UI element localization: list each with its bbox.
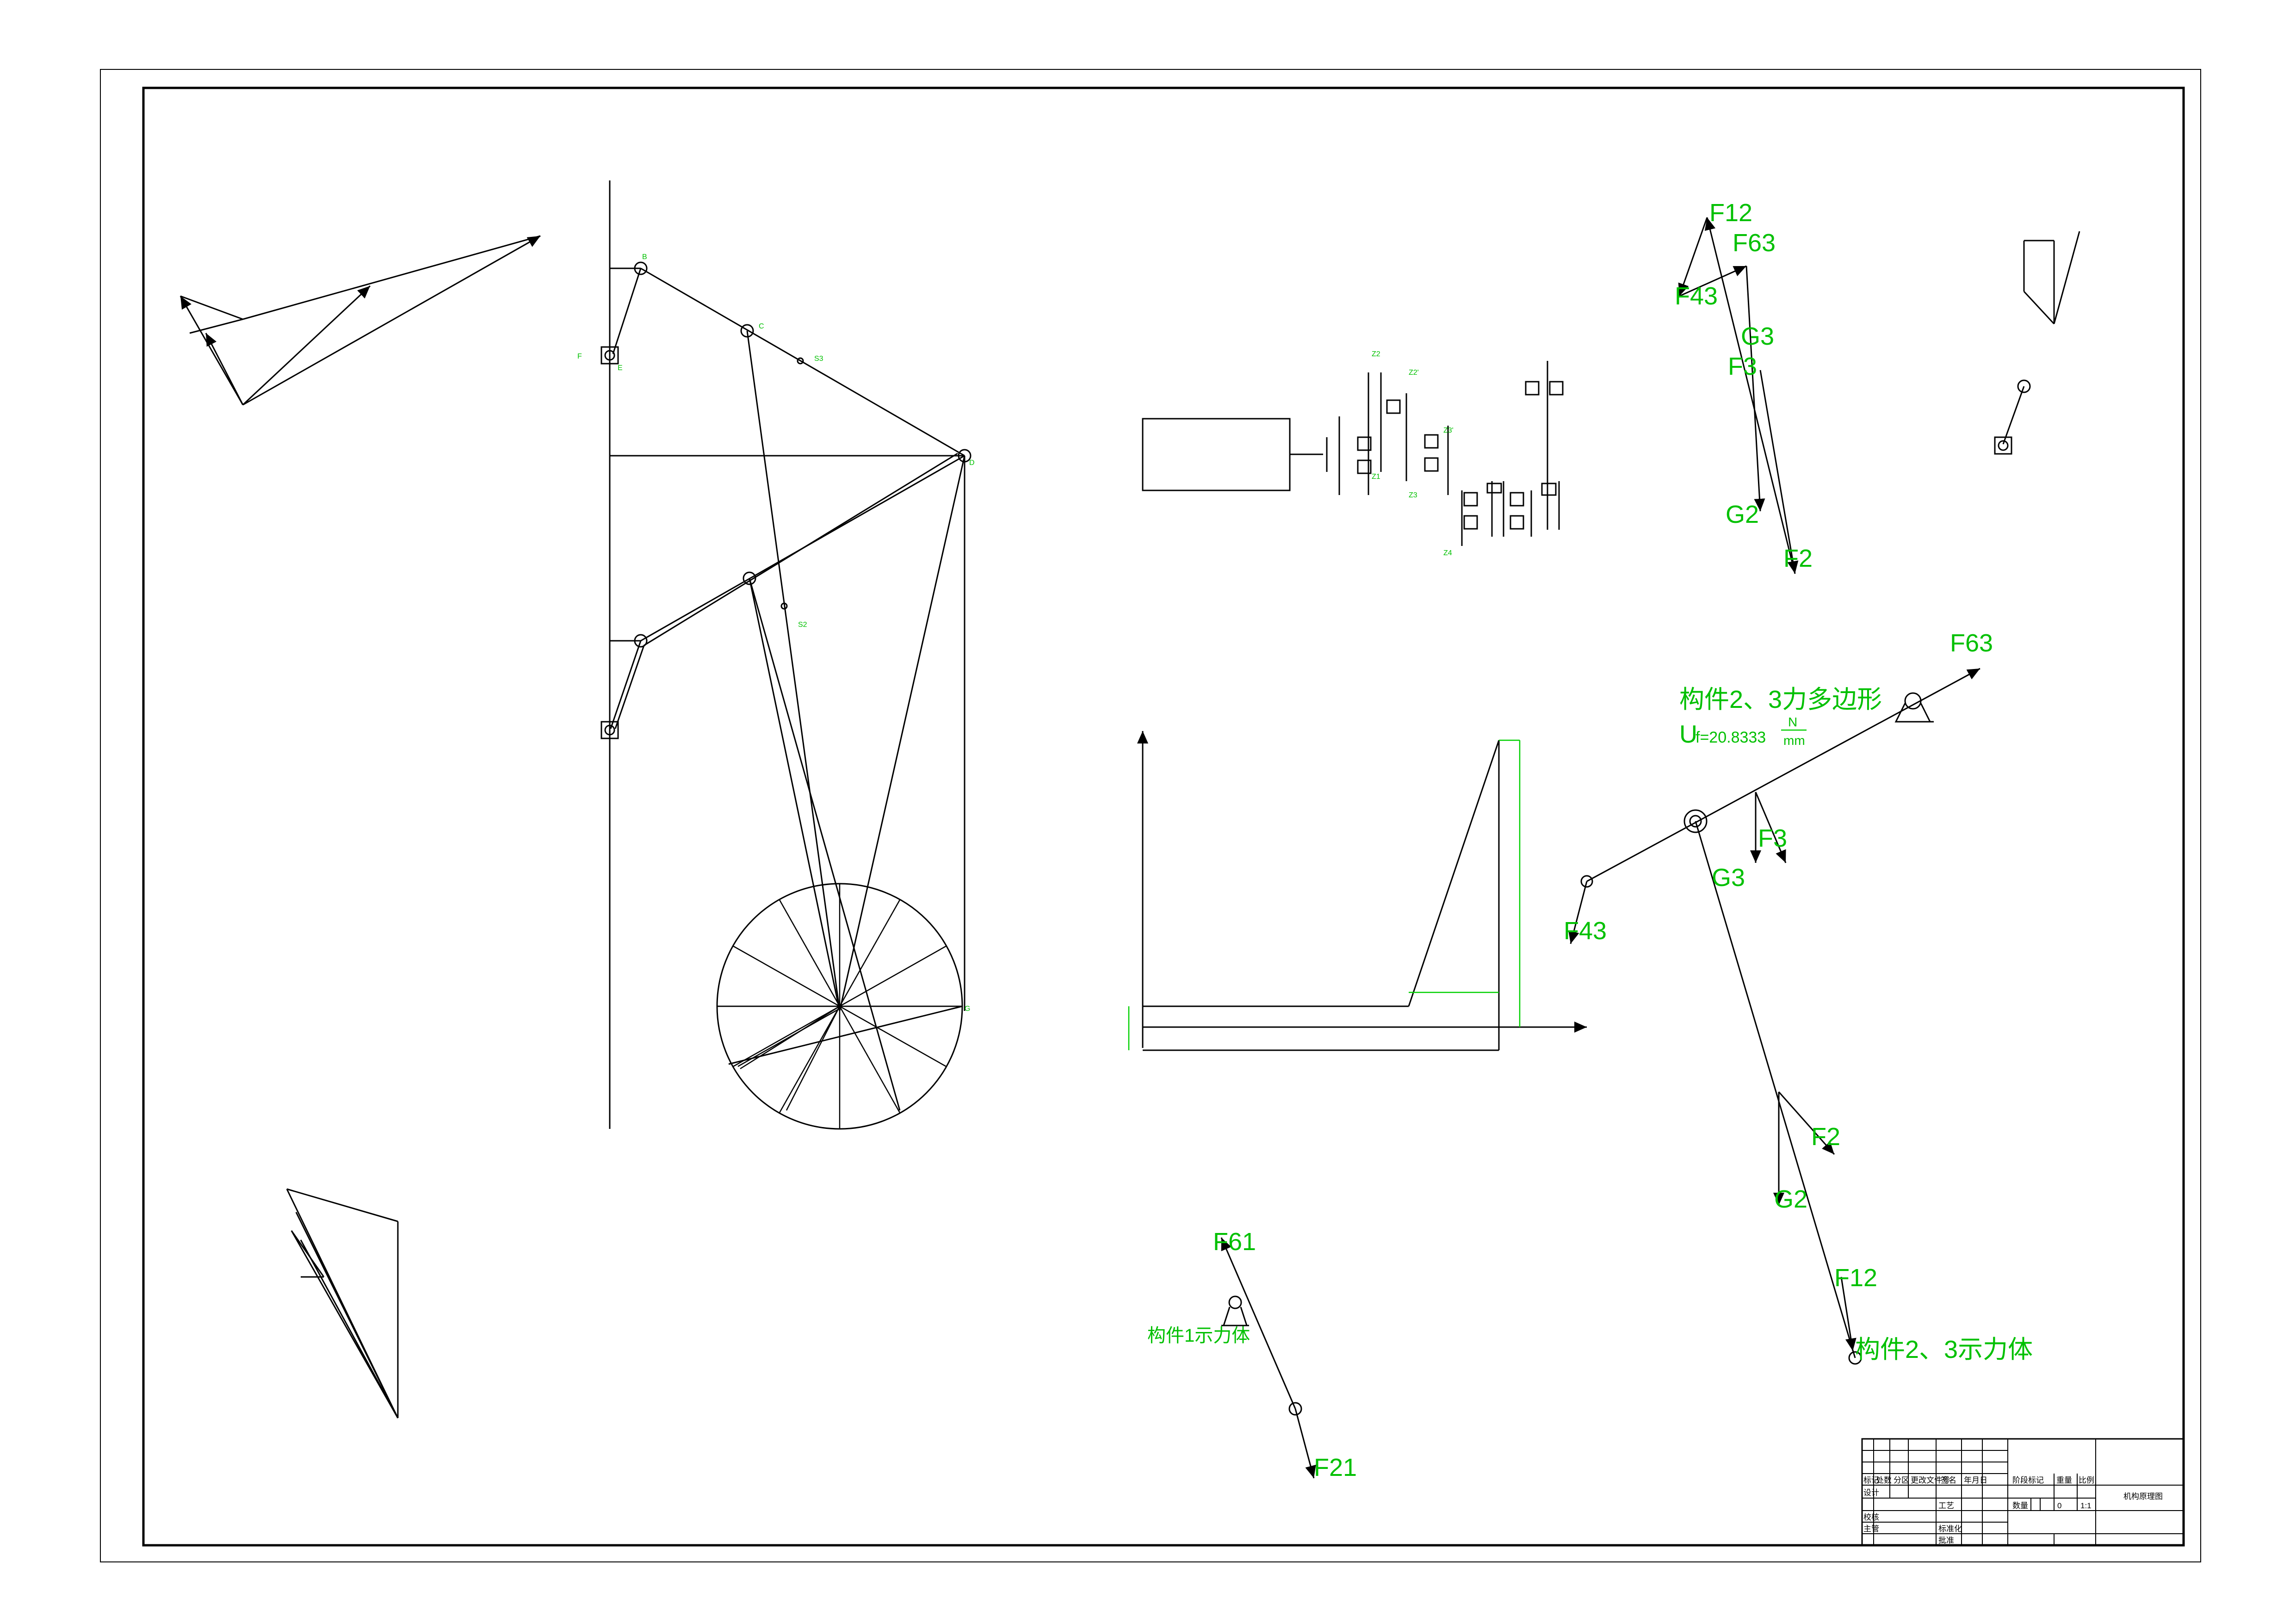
tb-drawing-name: 机构原理图: [2123, 1492, 2163, 1501]
tb-process: 工艺: [1938, 1501, 1954, 1510]
tb-scale-value: 1:1: [2080, 1501, 2092, 1510]
scale-u: U: [1679, 720, 1697, 748]
label-F: F: [577, 353, 582, 360]
label-S2: S2: [798, 621, 807, 629]
label-fb-F3: F3: [1758, 824, 1787, 852]
free-body-2-3-caption: 构件2、3示力体: [1855, 1336, 2033, 1363]
label-F2-top: F2: [1783, 545, 1813, 572]
label-C: C: [759, 322, 764, 330]
label-fb-F12: F12: [1834, 1264, 1877, 1292]
label-z4: Z4: [1443, 549, 1452, 557]
scale-value: f=20.8333: [1696, 729, 1766, 746]
label-G3-top: G3: [1741, 322, 1774, 350]
outer-border: [100, 69, 2201, 1562]
tb-qty: 数量: [2012, 1501, 2028, 1510]
free-body-1: [1220, 1237, 1316, 1479]
free-body-1-labels: F61 构件1示力体 F21: [1147, 1228, 1357, 1481]
gear-train: [1142, 361, 1564, 546]
label-fb-G3: G3: [1712, 864, 1745, 892]
tb-approve: 主管: [1863, 1524, 1879, 1533]
tb-sign: 签名: [1941, 1476, 1956, 1485]
tb-date: 年月日: [1964, 1476, 1987, 1485]
label-z3p: Z3': [1443, 427, 1454, 434]
label-fb-F2: F2: [1811, 1123, 1840, 1151]
label-F61: F61: [1213, 1228, 1256, 1256]
tb-count: 处数: [1876, 1476, 1892, 1485]
label-F63-top: F63: [1733, 229, 1776, 257]
force-polygon: [1678, 217, 1799, 574]
displacement-diagram: [1128, 731, 1587, 1051]
label-E: E: [618, 364, 623, 372]
label-z2p: Z2': [1409, 369, 1419, 377]
label-B: B: [642, 253, 647, 261]
title-block: 标记 处数 分区 更改文件号 签名 年月日 设计 校核 主管 工艺 标准化 批准…: [1861, 1438, 2185, 1546]
scale-unit-bottom: mm: [1783, 733, 1805, 748]
inner-border: [142, 87, 2185, 1547]
tb-qty-value: 0: [2057, 1501, 2061, 1510]
tb-scale: 比例: [2079, 1476, 2094, 1485]
tb-standard: 标准化: [1938, 1524, 1962, 1533]
small-sketch: [1994, 231, 2080, 455]
label-D: D: [969, 459, 975, 467]
label-fb-F43: F43: [1564, 917, 1607, 945]
label-z2: Z2: [1372, 350, 1380, 358]
label-F43-top: F43: [1675, 282, 1718, 310]
tb-change-doc: 更改文件号: [1911, 1476, 1950, 1485]
gear-labels: Z2 Z1 Z2' Z3 Z3' Z4: [1372, 350, 1454, 557]
free-body-1-caption: 构件1示力体: [1147, 1326, 1250, 1346]
tb-stage: 阶段标记: [2012, 1476, 2044, 1485]
tb-design: 设计: [1863, 1488, 1879, 1497]
velocity-polygon: [179, 235, 541, 406]
label-S3: S3: [814, 355, 823, 363]
tb-zone: 分区: [1894, 1476, 1909, 1485]
linkage-mechanism: [600, 180, 972, 1130]
label-F12-top: F12: [1709, 199, 1752, 227]
tb-check: 校核: [1863, 1513, 1879, 1522]
scale-unit-top: N: [1788, 715, 1797, 729]
free-body-2-3: [1568, 668, 1980, 1365]
label-z1: Z1: [1372, 473, 1380, 481]
free-body-2-3-title: 构件2、3力多边形: [1679, 686, 1882, 713]
label-F21: F21: [1314, 1454, 1357, 1481]
free-body-2-3-labels: F63 构件2、3力多边形 U f=20.8333 N mm F3 G3 F43…: [1564, 629, 2033, 1363]
label-fb-G2: G2: [1774, 1185, 1807, 1213]
tb-mark: 标记: [1863, 1476, 1879, 1485]
label-G: G: [965, 1005, 970, 1013]
label-fb-F63: F63: [1950, 629, 1993, 657]
label-F3-top: F3: [1728, 353, 1757, 380]
acceleration-polygon: [286, 1188, 399, 1419]
label-z3: Z3: [1409, 491, 1417, 499]
tb-weight: 重量: [2056, 1476, 2072, 1485]
tb-approve2: 批准: [1938, 1536, 1954, 1545]
mechanism-labels: B C S3 D E F S2 G: [577, 253, 975, 1013]
force-polygon-labels: F12 F63 F43 G3 F3 G2 F2: [1675, 199, 1813, 572]
label-G2-top: G2: [1726, 501, 1759, 528]
